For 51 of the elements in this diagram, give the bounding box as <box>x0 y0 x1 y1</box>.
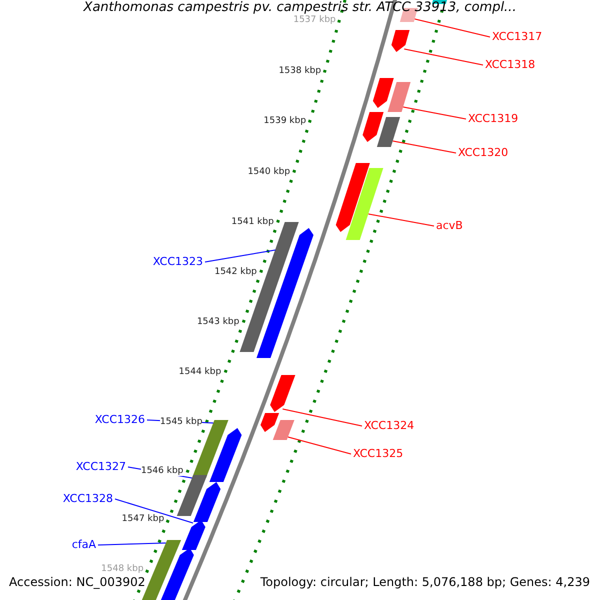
gene-segment <box>256 228 314 358</box>
gene-segment <box>336 163 370 232</box>
gene-segment <box>388 82 411 112</box>
scale-label: 1546 kbp <box>140 467 184 476</box>
gene-segment <box>209 428 242 482</box>
gene-label: cfaA <box>72 539 96 550</box>
scale-label: 1547 kbp <box>122 515 164 524</box>
scale-label: 1543 kbp <box>196 318 240 327</box>
gene-segment <box>270 375 296 412</box>
gene-label: acvB <box>436 220 463 231</box>
gene-segment <box>372 78 394 108</box>
leader-line <box>287 436 352 454</box>
gene-label: XCC1324 <box>364 420 414 431</box>
leader-line <box>404 48 484 66</box>
leader-line <box>114 498 194 524</box>
scale-label: 1538 kbp <box>278 67 322 76</box>
gene-label: XCC1320 <box>458 147 508 158</box>
scale-label: 1540 kbp <box>248 168 290 177</box>
scale-label: 1539 kbp <box>264 117 306 126</box>
gene-segment <box>346 168 384 240</box>
leader-line <box>282 408 362 426</box>
gene-label: XCC1327 <box>76 461 126 472</box>
gene-label: XCC1326 <box>94 414 145 425</box>
gene-label: XCC1319 <box>468 113 518 124</box>
leader-line <box>368 214 434 226</box>
scale-label: 1542 kbp <box>214 268 257 277</box>
gene-label: XCC1328 <box>62 493 113 504</box>
gene-segment <box>176 475 208 516</box>
gene-segment <box>362 112 384 142</box>
info-text: Topology: circular; Length: 5,076,188 bp; Genes: 4,239 <box>260 576 590 588</box>
gene-label: XCC1318 <box>485 59 536 70</box>
gene-segment <box>260 413 280 432</box>
gene-segment <box>376 117 400 147</box>
scale-label: 1545 kbp <box>160 418 202 427</box>
leader-line <box>414 18 490 38</box>
leader-line <box>402 106 466 120</box>
scale-label: 1544 kbp <box>178 368 222 377</box>
gene-segment <box>182 520 206 550</box>
gene-label: XCC1325 <box>353 448 404 459</box>
scale-label: 1548 kbp <box>101 565 144 574</box>
gene-segment <box>272 420 294 440</box>
gene-segment <box>391 30 410 52</box>
info-text: Accession: NC_003902 <box>9 576 146 588</box>
gene-segment <box>193 482 221 522</box>
scale-label: 1537 kbp <box>293 16 336 25</box>
gene-label: XCC1323 <box>152 256 203 267</box>
gene-label: XCC1317 <box>492 31 542 42</box>
scale-label: 1541 kbp <box>231 218 274 227</box>
leader-line <box>204 250 276 262</box>
leader-line <box>98 542 166 546</box>
title: Xanthomonas campestris pv. campestris str. ATCC 33913, compl... <box>82 1 518 14</box>
